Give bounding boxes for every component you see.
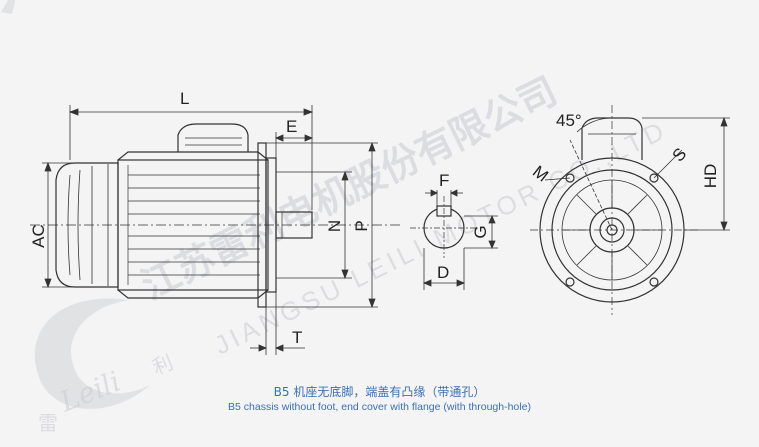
dim-label-angle: 45° [556,111,582,130]
dim-label-HD: HD [701,164,720,189]
dim-label-AC: AC [29,224,48,248]
watermark-brand-cn-1: 雷 [38,411,58,435]
dim-label-F: F [439,171,449,190]
dim-label-G: G [471,225,490,238]
dim-label-L: L [180,89,189,108]
dim-label-E: E [286,117,297,136]
dim-label-P: P [352,220,371,231]
watermark-logo-icon [34,298,151,409]
caption-english: B5 chassis without foot, end cover with … [228,401,531,413]
shaft-section [410,196,478,258]
side-view-dimensions [42,105,378,355]
front-view-dimensions [544,116,730,232]
motor-front-view [530,105,700,315]
caption-chinese: B5 机座无底脚，端盖有凸缘（带通孔） [273,385,486,399]
motor-side-view [30,123,400,308]
watermark: 江苏雷利电机股份有限公司 JIANGSU LEILI MOTOR CO.,LTD… [1,0,672,435]
watermark-brand-cn-2: 利 [149,350,177,380]
dim-label-T: T [292,328,302,347]
dim-label-D: D [437,263,449,282]
dim-label-S: S [669,144,691,165]
shaft-dimensions [422,189,498,290]
dim-label-N: N [325,220,344,232]
